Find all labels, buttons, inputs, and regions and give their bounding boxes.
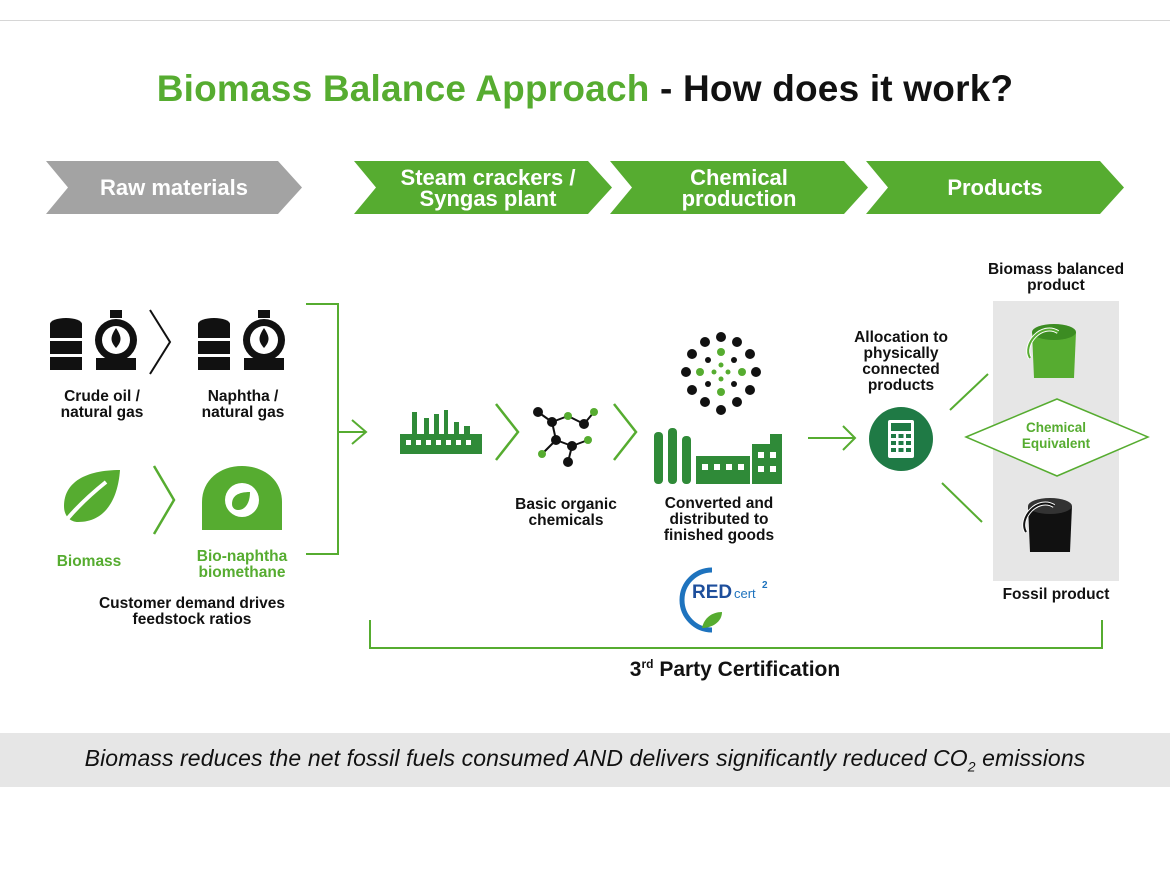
molecule-icon	[533, 407, 598, 467]
chemical-equivalent-diamond	[964, 398, 1150, 477]
stage-label: Products	[947, 175, 1043, 200]
naphtha-label: Naphtha / natural gas	[201, 388, 285, 421]
calculator-icon	[869, 407, 933, 471]
redcert-small-text: cert	[734, 586, 756, 601]
bio-naphtha-label: Bio-naphtha biomethane	[196, 548, 288, 581]
flow-connectors	[149, 303, 1103, 649]
oil-barrels-icon	[198, 318, 230, 370]
leaf-icon	[58, 470, 120, 530]
stage-products: Products	[866, 161, 1124, 214]
redcert-sup-text: 2	[762, 580, 768, 591]
allocation-label: Allocation to physically connected produ…	[854, 329, 948, 394]
basic-organic-label: Basic organic chemicals	[515, 496, 617, 529]
top-divider	[0, 20, 1170, 21]
bottom-text-end: emissions	[975, 745, 1086, 772]
chemical-equivalent-label: Chemical Equivalent	[1021, 420, 1091, 451]
stage-raw-materials: Raw materials	[46, 161, 302, 214]
fossil-product-label: Fossil product	[1002, 586, 1110, 603]
chevron-arrow-icon	[149, 309, 172, 375]
chemical-dots-icon	[681, 332, 761, 415]
gas-tank-icon	[95, 310, 137, 370]
split-line-down	[941, 482, 983, 523]
redcert-logo: RED cert 2	[679, 567, 768, 633]
biomass-product-label: Biomass balanced product	[987, 261, 1125, 294]
bottom-text-main: Biomass reduces the net fossil fuels con…	[84, 745, 968, 772]
chevron-arrow-icon	[152, 465, 176, 535]
redcert-main-text: RED	[692, 582, 732, 603]
stage-label: Raw materials	[100, 175, 248, 200]
title-green: Biomass Balance Approach	[156, 68, 650, 109]
cert-ordinal: rd	[641, 657, 654, 671]
stage-chemical-production: Chemical production	[610, 161, 868, 214]
biomass-label: Biomass	[56, 553, 122, 570]
gas-tank-icon	[243, 310, 285, 370]
black-paint-bucket-icon	[1022, 498, 1072, 552]
chevron-arrow-icon	[495, 403, 520, 461]
chevron-arrow-icon	[613, 403, 638, 461]
raw-materials-bracket	[306, 303, 339, 555]
stage-steam-crackers: Steam crackers / Syngas plant	[354, 161, 612, 214]
bottom-statement: Biomass reduces the net fossil fuels con…	[85, 745, 1086, 775]
certification-bracket	[369, 620, 1103, 649]
bottom-banner: Biomass reduces the net fossil fuels con…	[0, 733, 1170, 787]
converted-label: Converted and distributed to finished go…	[663, 495, 775, 544]
chemical-plant-icon	[654, 428, 782, 484]
cert-rest: Party Certification	[653, 658, 841, 681]
factory-icon	[400, 410, 482, 454]
arrow-head	[842, 425, 857, 451]
stage-label: Steam crackers / Syngas plant	[400, 164, 576, 211]
stage-label: Chemical production	[681, 164, 797, 211]
oil-barrels-icon	[50, 318, 82, 370]
cert-number: 3	[629, 658, 642, 681]
bottom-subscript: 2	[967, 758, 976, 775]
bio-tank-icon	[202, 466, 282, 530]
crude-oil-label: Crude oil / natural gas	[60, 388, 144, 421]
certification-label: 3rd Party Certification	[560, 657, 910, 682]
title-dark: - How does it work?	[649, 68, 1014, 109]
split-line-up	[949, 373, 989, 411]
page-title: Biomass Balance Approach - How does it w…	[0, 68, 1170, 110]
green-paint-bucket-icon	[1026, 324, 1076, 378]
arrow-head	[351, 419, 368, 445]
customer-demand-label: Customer demand drives feedstock ratios	[98, 595, 286, 628]
